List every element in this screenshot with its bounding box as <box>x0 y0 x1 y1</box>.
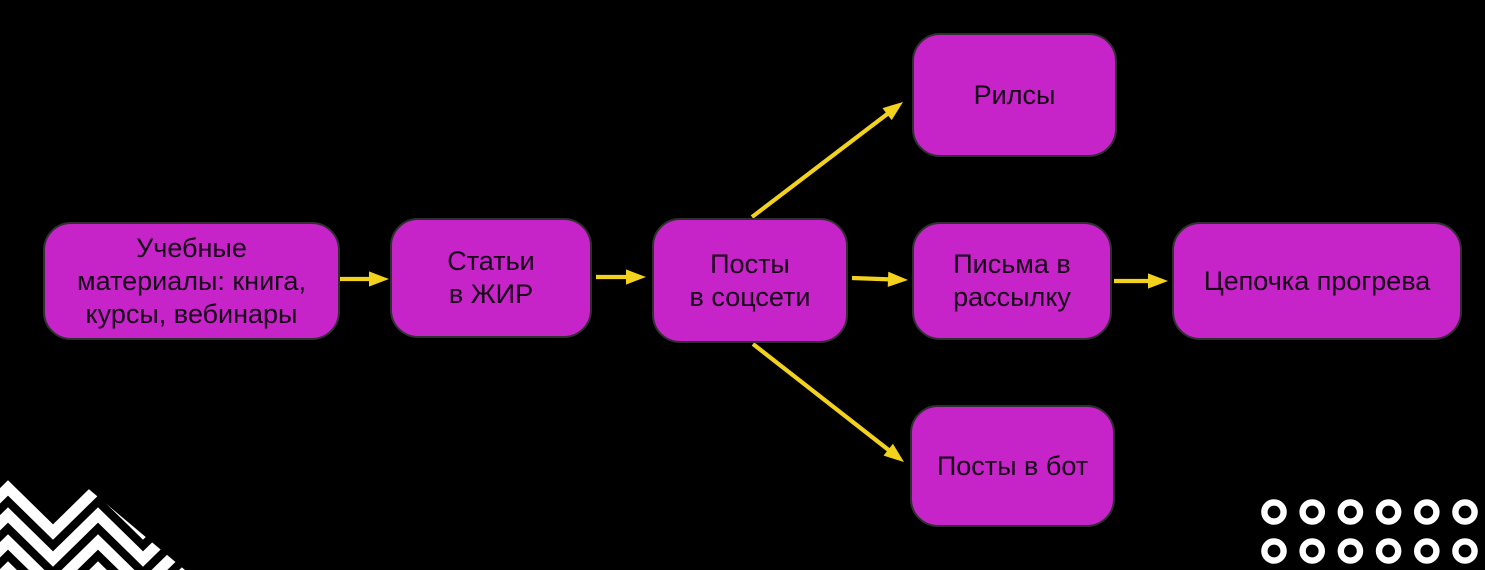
ring-dot <box>1261 499 1287 525</box>
node-label-line: в ЖИР <box>448 279 534 309</box>
node-label-line: Посты <box>710 248 790 279</box>
ring-dot <box>1337 499 1364 525</box>
node-label-line: материалы: книга, <box>77 265 306 296</box>
ring-dot <box>1337 538 1364 564</box>
arrowhead-social-posts-to-newsletter-emails <box>887 271 908 287</box>
ring-grid-pattern-icon <box>1261 499 1478 564</box>
zigzag-row <box>0 480 185 540</box>
arrow-social-posts-to-bot-posts <box>751 342 892 453</box>
ring-dot <box>1413 499 1440 525</box>
arrowhead-zhir-articles-to-social-posts <box>626 269 646 285</box>
arrow-social-posts-to-newsletter-emails <box>851 275 891 282</box>
node-label-line: в соцсети <box>689 281 811 312</box>
ring-dot <box>1413 538 1440 564</box>
ring-dot <box>1375 538 1402 564</box>
node-label-line: Рилсы <box>973 79 1056 110</box>
node-label-line: Письма в <box>953 249 1071 279</box>
arrowhead-study-materials-to-zhir-articles <box>369 271 389 287</box>
node-reels: Рилсы <box>912 33 1117 157</box>
node-bot-posts: Посты в бот <box>910 405 1115 527</box>
ring-dot <box>1452 499 1478 525</box>
arrow-social-posts-to-reels <box>750 111 890 219</box>
zigzag-row <box>0 534 185 570</box>
chevron-zigzag-pattern-icon <box>0 480 185 570</box>
node-label-line: Посты в бот <box>936 450 1089 481</box>
node-label-line: рассылку <box>953 282 1071 312</box>
node-label-line: курсы, вебинары <box>85 298 298 329</box>
node-label-line: Цепочка прогрева <box>1203 265 1431 296</box>
arrowhead-social-posts-to-bot-posts <box>883 443 904 462</box>
zigzag-row <box>0 507 185 567</box>
arrowhead-newsletter-emails-to-warmup-chain <box>1148 273 1168 289</box>
ring-dot <box>1452 538 1478 564</box>
ring-dot <box>1261 538 1287 564</box>
ring-dot <box>1375 499 1402 525</box>
ring-dot <box>1299 499 1325 525</box>
node-warmup-chain: Цепочка прогрева <box>1172 222 1462 340</box>
node-label-line: Статьи <box>447 246 535 276</box>
ring-dot <box>1299 538 1325 564</box>
arrowhead-social-posts-to-reels <box>882 102 903 121</box>
node-label-line: Учебные <box>136 232 247 263</box>
